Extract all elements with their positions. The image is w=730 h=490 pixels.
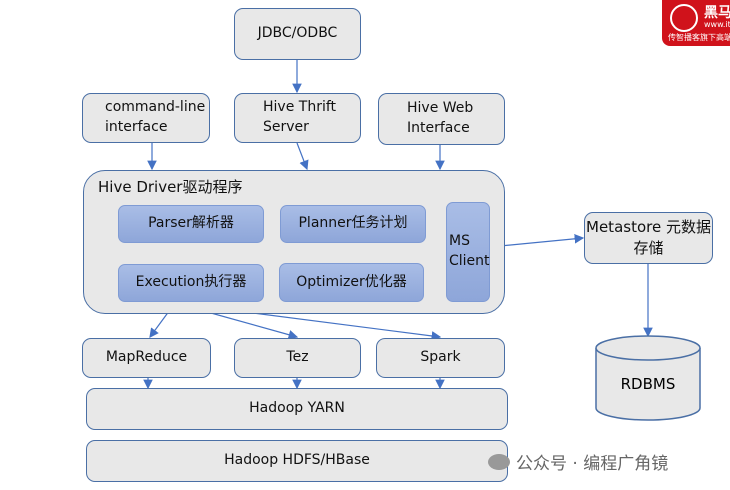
hive-driver-label: Hive Driver驱动程序 bbox=[98, 178, 243, 196]
spark-box: Spark bbox=[376, 338, 505, 378]
arrow-ms-metastore bbox=[489, 234, 585, 248]
hadoop-yarn-box: Hadoop YARN bbox=[86, 388, 508, 430]
rdbms-label: RDBMS bbox=[620, 375, 676, 393]
logo-slogan: 传智播客旗下高端 bbox=[668, 33, 730, 42]
watermark-text: 公众号 · 编程广角镜 bbox=[516, 454, 669, 474]
parser-box: Parser解析器 bbox=[118, 205, 264, 243]
horse-icon bbox=[670, 4, 698, 32]
rdbms-cylinder bbox=[595, 335, 701, 421]
planner-box: Planner任务计划 bbox=[280, 205, 426, 243]
metastore-box: Metastore 元数据存储 bbox=[584, 212, 713, 264]
mapreduce-box: MapReduce bbox=[82, 338, 211, 378]
hive-web-interface-box: Hive Web Interface bbox=[378, 93, 505, 145]
optimizer-box: Optimizer优化器 bbox=[279, 263, 424, 302]
arrow-thrift-driver bbox=[296, 142, 309, 171]
logo-text: 黑马 bbox=[704, 5, 730, 21]
hive-thrift-server-box: Hive Thrift Server bbox=[234, 93, 361, 143]
logo-url: www.it bbox=[704, 20, 730, 29]
wechat-icon bbox=[488, 453, 510, 470]
command-line-interface-box: command-line interface bbox=[82, 93, 210, 143]
hadoop-hdfs-hbase-box: Hadoop HDFS/HBase bbox=[86, 440, 508, 482]
jdbc-odbc-box: JDBC/ODBC bbox=[234, 8, 361, 60]
ms-client-box: MS Client bbox=[446, 202, 490, 302]
tez-box: Tez bbox=[234, 338, 361, 378]
heima-logo: 黑马 www.it 传智播客旗下高端 bbox=[662, 0, 730, 46]
execution-box: Execution执行器 bbox=[118, 264, 264, 302]
watermark: 公众号 · 编程广角镜 bbox=[488, 449, 668, 474]
